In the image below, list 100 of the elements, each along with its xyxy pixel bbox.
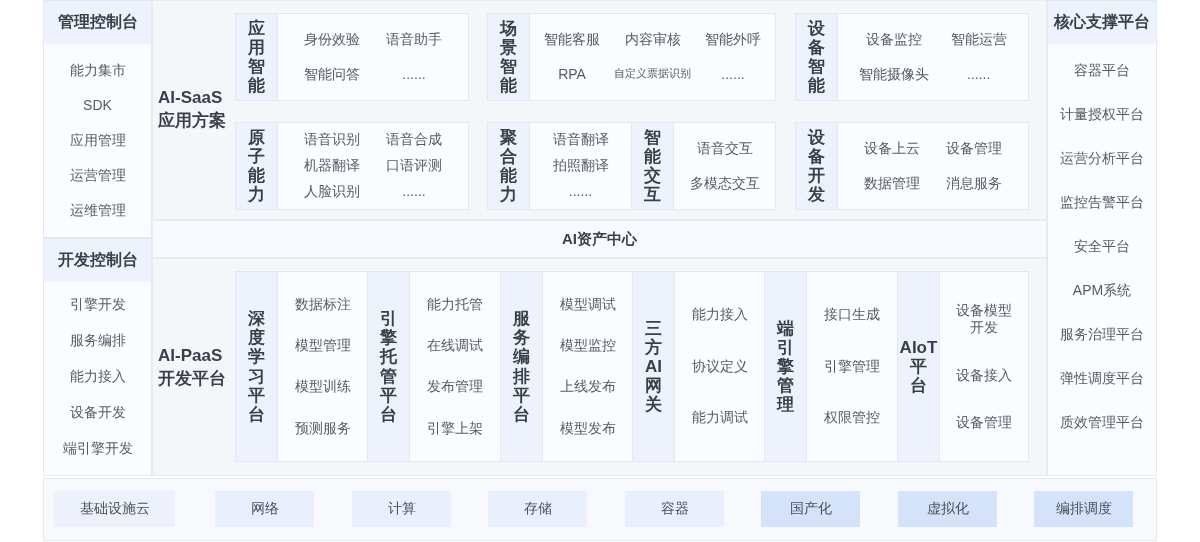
feature-label: 语音翻译 [552, 131, 609, 149]
feature-label: 模型发布 [559, 419, 616, 438]
feature-label: 智能摄像头 [859, 65, 930, 83]
feature-label: 数据标注 [294, 295, 351, 314]
feature-label: 端引擎开发 [62, 440, 133, 458]
feature-label: 语音助手 [386, 31, 442, 49]
module-box [235, 13, 469, 101]
module-box [487, 122, 632, 210]
feature-label: 身份效验 [304, 31, 360, 49]
resource-tile: 国产化 [761, 491, 860, 527]
feature-label: 弹性调度平台 [1060, 370, 1144, 388]
layer-band [152, 0, 1047, 220]
feature-label: 多模态交互 [689, 174, 760, 192]
feature-label: 应用管理 [69, 131, 126, 150]
module-box [235, 122, 469, 210]
module-box [795, 13, 1029, 101]
feature-label: 容器平台 [1074, 62, 1130, 80]
feature-label: 设备监控 [866, 31, 923, 49]
feature-label: 智能客服 [544, 31, 600, 49]
layer-band [152, 258, 1047, 476]
feature-label: 消息服务 [946, 174, 1002, 192]
module-heading: 设备智能 [796, 14, 838, 100]
feature-label: 能力接入 [691, 306, 748, 324]
feature-label: 设备上云 [864, 140, 920, 158]
panel-heading: 核心支撑平台 [1054, 12, 1150, 32]
layer-band: AI资产中心 [152, 220, 1047, 258]
feature-label: ...... [568, 183, 593, 201]
feature-label: 内容审核 [624, 31, 681, 49]
feature-label: 预测服务 [294, 419, 351, 438]
feature-label: 模型监控 [559, 337, 616, 355]
feature-label: 运维管理 [69, 201, 126, 220]
module-heading: 聚合能力 [488, 123, 530, 209]
feature-label: 模型管理 [294, 337, 351, 355]
module-heading: 端引擎管理 [765, 272, 807, 461]
feature-label: APM系统 [1072, 282, 1132, 300]
feature-label: 运营管理 [69, 166, 126, 185]
resource-tile: 存储 [488, 491, 587, 527]
feature-label: 能力调试 [691, 409, 748, 427]
module-box [367, 271, 501, 462]
feature-label: ...... [967, 65, 991, 83]
resource-tile: 基础设施云 [54, 491, 175, 527]
feature-label: ...... [402, 65, 426, 83]
feature-label: 设备开发 [69, 404, 126, 422]
feature-label: 智能外呼 [705, 31, 761, 49]
panel-heading: 管理控制台 [57, 12, 138, 32]
module-box [764, 271, 898, 462]
module-heading: 深度学习平台 [236, 272, 278, 461]
module-heading: 服务编排平台 [501, 272, 543, 461]
module-heading: 应用智能 [236, 14, 278, 100]
module-box [897, 271, 1029, 462]
feature-label: 能力接入 [69, 368, 126, 386]
console-panel [43, 0, 152, 238]
module-heading: 引擎托管平台 [368, 272, 410, 461]
resource-tile: 编排调度 [1034, 491, 1133, 527]
feature-label: ...... [721, 65, 745, 83]
resource-tile: 计算 [352, 491, 451, 527]
feature-label: 能力集市 [69, 61, 126, 80]
feature-label: 引擎开发 [69, 296, 126, 314]
module-box [632, 271, 765, 462]
feature-label: 协议定义 [691, 357, 748, 376]
feature-label: SDK [83, 96, 112, 115]
module-box [795, 122, 1029, 210]
feature-label: 引擎管理 [824, 357, 880, 376]
layer-title: AI-SaaS 应用方案 [158, 87, 227, 132]
feature-label: 质效管理平台 [1060, 414, 1144, 432]
feature-label: 在线调试 [427, 337, 483, 355]
feature-label: 发布管理 [427, 378, 483, 396]
feature-label: 语音识别 [304, 131, 360, 149]
module-box [500, 271, 633, 462]
feature-label: 服务治理平台 [1060, 326, 1144, 344]
feature-label: ...... [402, 183, 426, 201]
module-heading: 原子能力 [236, 123, 278, 209]
feature-label: 引擎上架 [427, 419, 483, 438]
module-heading: 智能交互 [632, 123, 674, 209]
feature-label: 智能运营 [950, 31, 1007, 49]
feature-label: 设备管理 [956, 413, 1012, 432]
resource-tile: 容器 [625, 491, 724, 527]
feature-label: 能力托管 [427, 295, 483, 314]
module-heading: 三方AI网关 [633, 272, 675, 461]
feature-label: 运营分析平台 [1060, 150, 1144, 168]
layer-title: AI-PaaS 开发平台 [158, 345, 227, 390]
feature-label: 接口生成 [824, 306, 880, 324]
feature-label: 服务编排 [69, 332, 126, 350]
infrastructure-band [43, 478, 1157, 541]
platform-panel [1047, 0, 1157, 476]
feature-label: 设备接入 [956, 366, 1012, 384]
feature-label: 拍照翻译 [552, 157, 609, 175]
feature-label: 人脸识别 [304, 183, 360, 201]
feature-label: 机器翻译 [304, 157, 360, 175]
feature-label: 模型调试 [559, 295, 616, 314]
module-box [487, 13, 776, 101]
module-box [631, 122, 776, 210]
module-heading: 场景智能 [488, 14, 530, 100]
module-heading: AIoT平台 [898, 272, 940, 461]
feature-label: 上线发布 [559, 378, 616, 396]
feature-label: 自定义票据识别 [614, 67, 691, 82]
feature-label: 监控告警平台 [1060, 194, 1144, 212]
feature-label: 设备模型开发 [955, 301, 1013, 337]
feature-label: 智能问答 [304, 65, 360, 83]
resource-tile: 虚拟化 [898, 491, 997, 527]
